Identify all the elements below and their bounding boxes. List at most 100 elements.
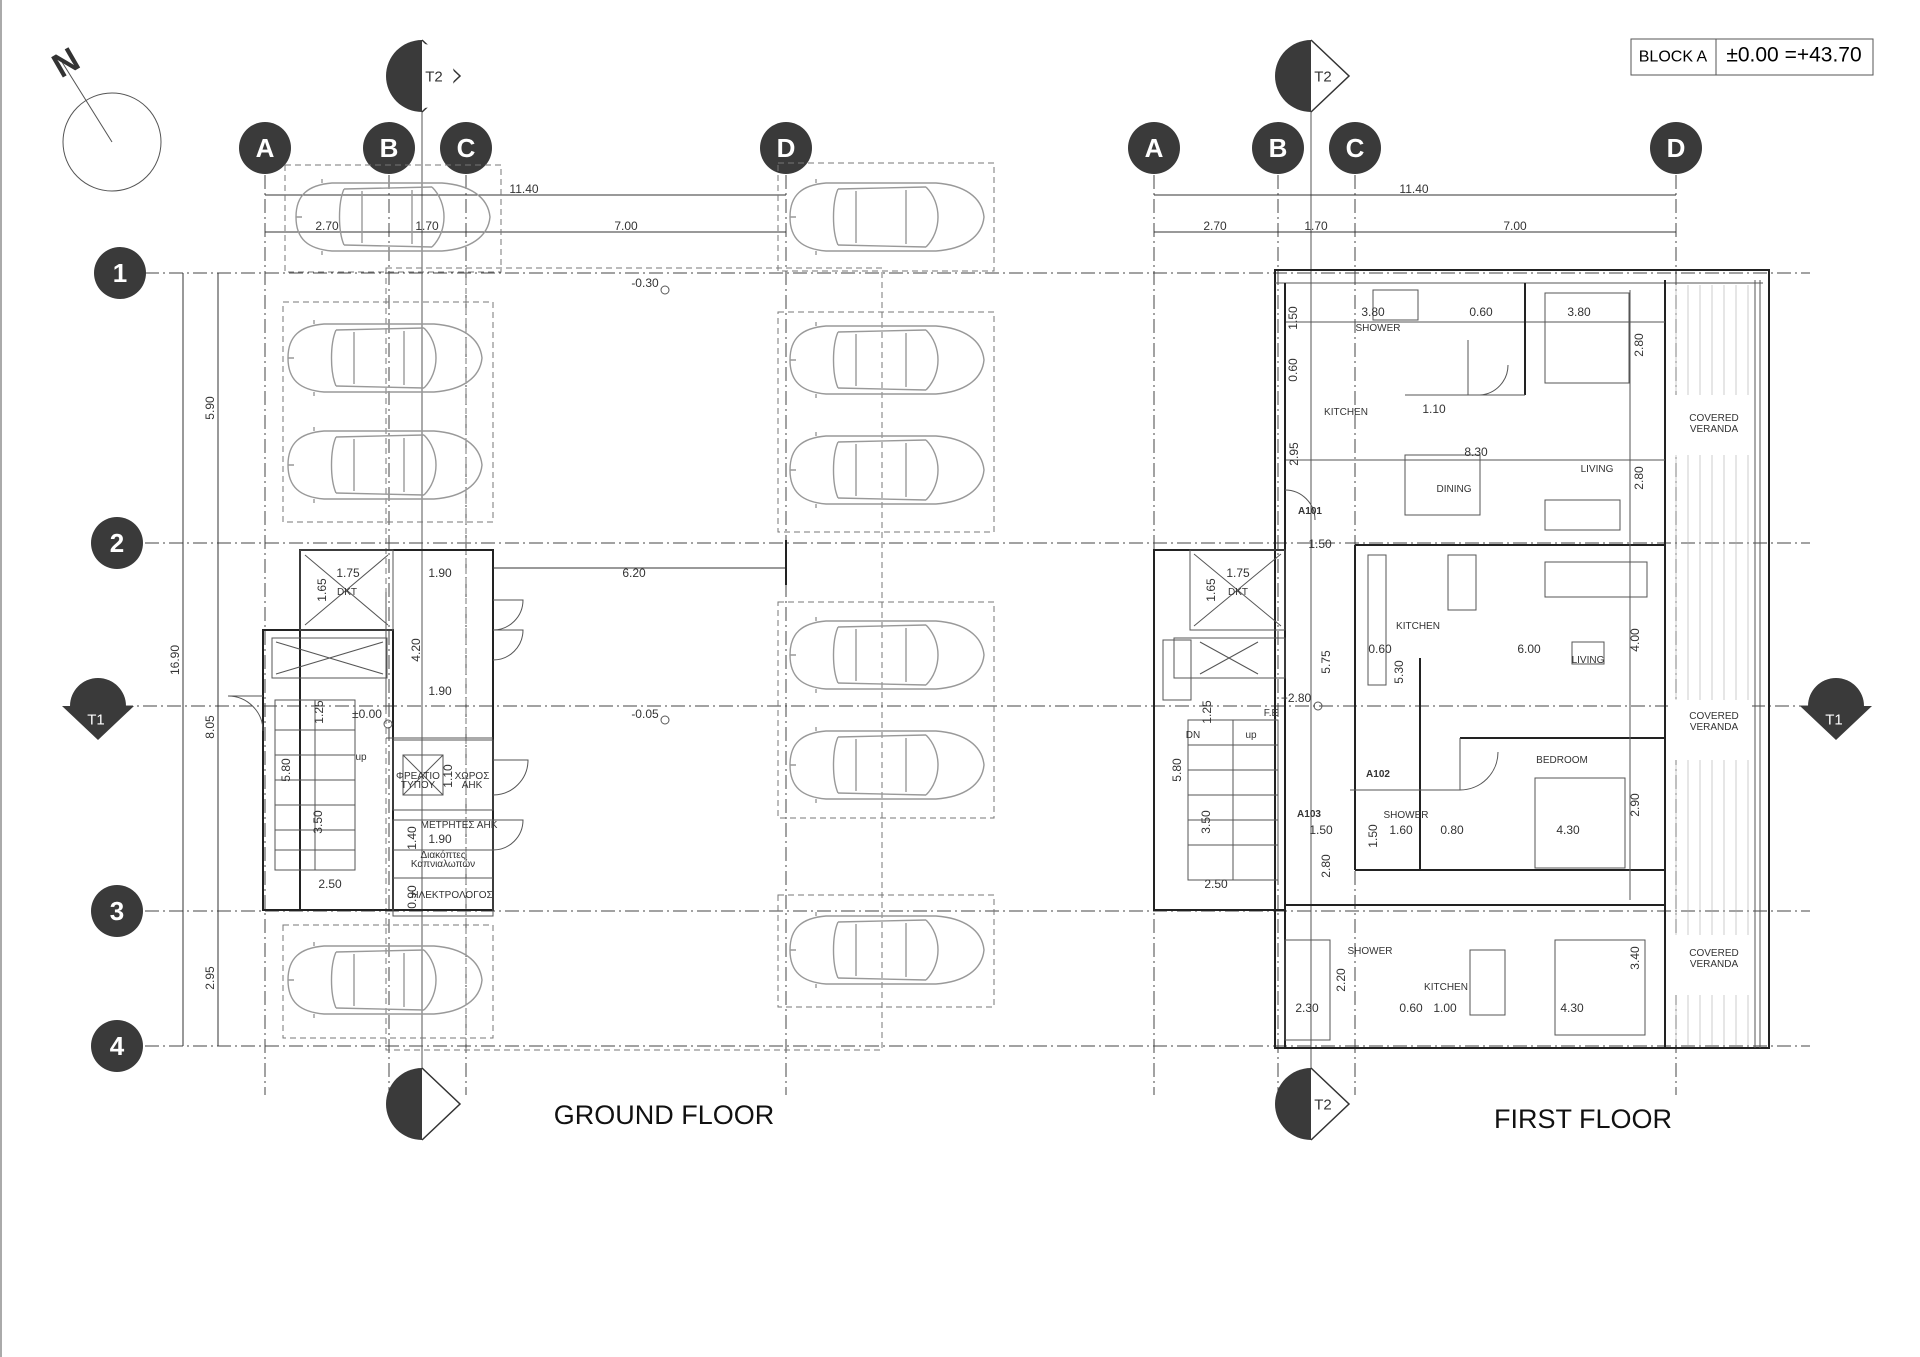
ff-shower3: SHOWER: [1348, 946, 1393, 957]
ff-dim-160: 1.60: [1389, 823, 1413, 837]
section-label-t1: T1: [87, 712, 105, 729]
ff-dim-w1: 2.70: [1203, 219, 1227, 233]
ff-dim-165: 1.65: [1204, 578, 1218, 602]
gf-dim-190a: 1.90: [428, 566, 452, 580]
gf-elec: ΗΛΕΚΤΡΟΛΟΓΟΣ: [411, 890, 492, 901]
section-label-t2-ff: T2: [1314, 69, 1332, 86]
ff-dim-060a: 0.60: [1469, 305, 1493, 319]
gf-car-8: [789, 616, 985, 694]
block-label: BLOCK A: [1639, 49, 1708, 66]
ff-dim-575: 5.75: [1319, 650, 1333, 674]
grid-letter-b-ff: B: [1269, 133, 1288, 163]
gf-up-label: up: [355, 752, 367, 763]
grid-bubbles-numbers: 1 2 3 4: [91, 247, 146, 1072]
gf-dim-420: 4.20: [409, 638, 423, 662]
ff-shower2: SHOWER: [1384, 810, 1429, 821]
gf-level-1: -0.30: [631, 276, 659, 290]
gf-dim-h2: 8.05: [203, 715, 217, 739]
block-level-box: BLOCK A ±0.00 =+43.70: [1630, 38, 1874, 76]
gf-level-3: -0.05: [631, 707, 659, 721]
ff-dim-380b: 3.80: [1567, 305, 1591, 319]
gf-room1a: ΦΡΕΑΤΙΟ: [396, 771, 440, 782]
gf-bins1: Διακόπτες: [420, 849, 465, 861]
ff-dim-830: 8.30: [1464, 445, 1488, 459]
ff-dim-280a: 2.80: [1632, 333, 1646, 357]
ff-dim-125: 1.25: [1200, 700, 1214, 724]
grid-letter-a-ff: A: [1145, 133, 1164, 163]
grid-letter-c: C: [457, 133, 476, 163]
ff-dim-250: 2.50: [1204, 877, 1228, 891]
gf-dim-w2: 1.70: [415, 219, 439, 233]
ff-dim-290: 2.90: [1628, 793, 1642, 817]
ff-veranda1b: VERANDA: [1690, 424, 1739, 435]
grid-number-3: 3: [110, 896, 124, 926]
ff-dim-060c: 0.60: [1368, 642, 1392, 656]
ff-dim-400: 4.00: [1628, 628, 1642, 652]
north-arrow-icon: N: [46, 40, 162, 192]
grid-number-2: 2: [110, 528, 124, 558]
ff-dim-220: 2.20: [1334, 968, 1348, 992]
gf-dim-090: 0.90: [405, 885, 419, 909]
ff-dim-w2: 1.70: [1304, 219, 1328, 233]
gf-dim-165: 1.65: [315, 578, 329, 602]
gf-car-9: [789, 726, 985, 804]
ff-veranda2a: COVERED: [1689, 711, 1738, 722]
ff-dim-280b: 2.80: [1632, 466, 1646, 490]
ff-dim-580: 5.80: [1170, 758, 1184, 782]
gf-car-5: [789, 178, 985, 256]
grid-letter-b: B: [380, 133, 399, 163]
ff-fe: F.E: [1264, 708, 1279, 719]
gf-dim-w3: 7.00: [614, 219, 638, 233]
section-marker-t1-left: T1: [62, 678, 134, 740]
section-marker-t2-bottom-ff: T2: [1275, 1067, 1351, 1141]
grid-letter-c-ff: C: [1346, 133, 1365, 163]
gf-car-7: [789, 431, 985, 509]
section-marker-t2-top-ff: T2: [1275, 39, 1351, 113]
ff-dim-380a: 3.80: [1361, 305, 1385, 319]
ff-kitchen2: KITCHEN: [1396, 621, 1440, 632]
ff-lift-label: DKT: [1228, 587, 1248, 598]
gf-dim-580: 5.80: [279, 758, 293, 782]
ff-dim-060b: 0.60: [1286, 358, 1300, 382]
section-marker-t2-top: T2: [386, 39, 462, 113]
ff-dim-430b: 4.30: [1560, 1001, 1584, 1015]
ff-up: up: [1245, 730, 1257, 741]
gf-lift-label: DKT: [337, 587, 357, 598]
ff-dim-100: 1.00: [1433, 1001, 1457, 1015]
first-floor-plan: 11.40 2.70 1.70 7.00: [1153, 182, 1770, 1134]
ff-kitchen3: KITCHEN: [1424, 982, 1468, 993]
ff-living2: LIVING: [1572, 655, 1605, 666]
gf-car-4: [287, 941, 483, 1019]
grid-letter-d-ff: D: [1667, 133, 1686, 163]
gf-room2a: ΧΩΡΟΣ: [455, 771, 490, 782]
gf-dim-total-width: 11.40: [509, 182, 538, 196]
ff-dn: DN: [1186, 730, 1200, 741]
gf-car-10: [789, 911, 985, 989]
ff-dining: DINING: [1437, 484, 1472, 495]
grid-number-1: 1: [113, 258, 127, 288]
ff-dim-530: 5.30: [1392, 660, 1406, 684]
ff-dim-150d: 1.50: [1366, 824, 1380, 848]
first-floor-title: FIRST FLOOR: [1494, 1104, 1672, 1134]
gf-dim-190b: 1.90: [428, 684, 452, 698]
ff-veranda1a: COVERED: [1689, 413, 1738, 424]
section-marker-t2-bottom: [386, 1067, 462, 1141]
gf-stair: [274, 699, 356, 871]
gf-dim-125: 1.25: [312, 700, 326, 724]
gf-meters: ΜΕΤΡΗΤΕΣ ΑΗΚ: [421, 820, 498, 831]
gf-dim-h1: 5.90: [203, 396, 217, 420]
gf-dim-620: 6.20: [622, 566, 646, 580]
north-label: N: [46, 40, 86, 85]
ff-veranda3b: VERANDA: [1690, 959, 1739, 970]
ff-dim-060d: 0.60: [1399, 1001, 1423, 1015]
ff-dim-150b: 1.50: [1308, 537, 1332, 551]
gf-car-2: [287, 319, 483, 397]
grid-bubbles-letters: A B C D A B C D: [239, 122, 1702, 174]
ff-veranda3a: COVERED: [1689, 948, 1738, 959]
ff-dim-080: 0.80: [1440, 823, 1464, 837]
gf-bins2: Καπνιαλωπών: [411, 858, 475, 870]
ff-dim-total-width: 11.40: [1399, 182, 1428, 196]
ff-a103: A103: [1297, 809, 1321, 820]
gf-dim-250: 2.50: [318, 877, 342, 891]
ff-bedroom: BEDROOM: [1536, 755, 1588, 766]
